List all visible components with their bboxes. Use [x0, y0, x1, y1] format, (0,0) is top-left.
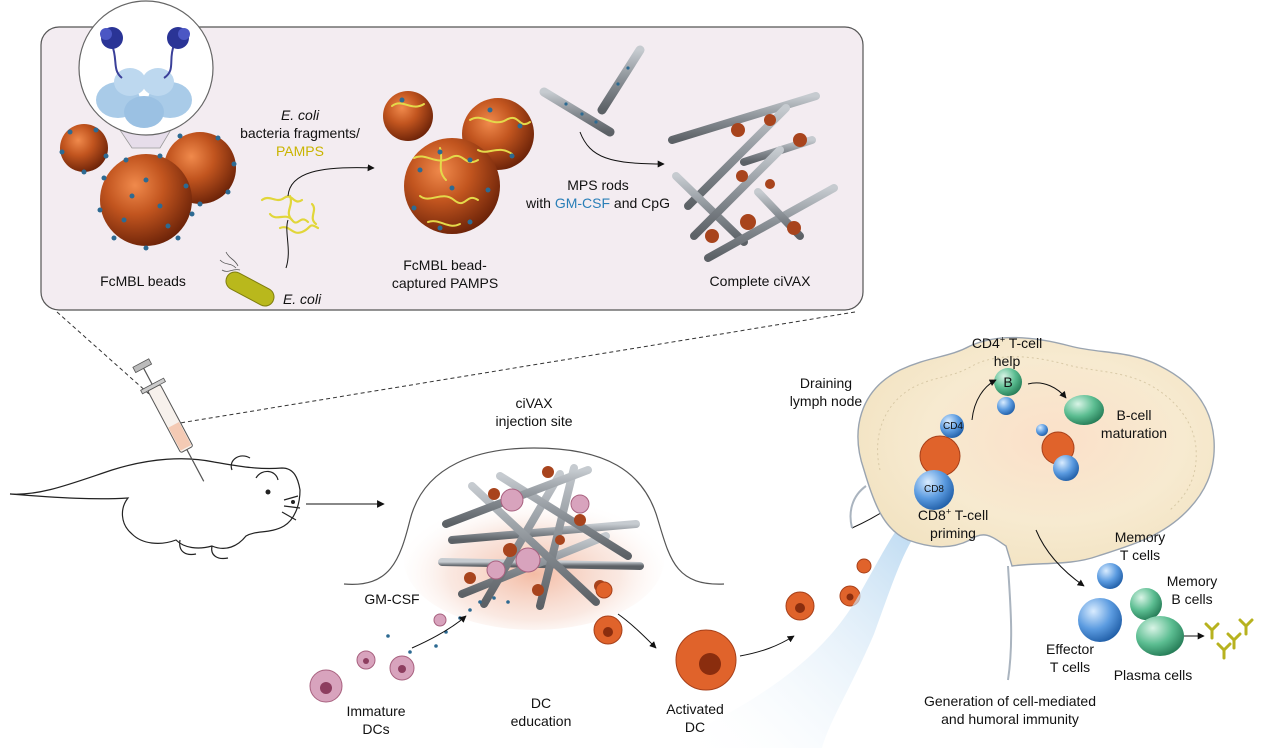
captured-pamps-label: FcMBL bead- captured PAMPS [391, 257, 499, 291]
mps-rods-label: MPS rods with GM-CSF and CpG [526, 177, 670, 211]
lymph-node-cells [914, 368, 1104, 510]
immature-dcs-label: Immature DCs [346, 703, 406, 737]
generation-immunity-label: Generation of cell-mediated and humoral … [924, 693, 1096, 727]
injection-site-beads [464, 466, 606, 596]
plasma-cells-label: Plasma cells [1113, 667, 1193, 683]
bcell-maturation-label: B-cell maturation [1100, 407, 1168, 441]
fcmbl-beads-graphic [59, 124, 237, 251]
b-cell-letter: B [1003, 374, 1013, 390]
fcmbl-beads-label: FcMBL beads [100, 273, 186, 289]
syringe-graphic [132, 358, 205, 482]
gm-csf-label: GM-CSF [364, 591, 420, 607]
effector-t-cells-label: Effector T cells [1046, 641, 1094, 675]
memory-b-cells-label: Memory B cells [1166, 573, 1218, 607]
activated-dc-label: Activated DC [666, 701, 724, 735]
cd4-tag: CD4 [942, 421, 963, 432]
cd4-help-label: CD4+ T-cell help [971, 334, 1043, 369]
captured-pamps-beads-graphic [383, 91, 534, 234]
lymph-node-graphic [849, 336, 1215, 681]
lymphatic-flow [676, 520, 912, 748]
complete-civax-label: Complete ciVAX [709, 273, 811, 289]
pamps-label: PAMPS [276, 143, 324, 159]
mps-rods-loose [539, 45, 645, 137]
ecoli-fragments-label: E. coli bacteria fragments/ PAMPS [218, 106, 382, 160]
civax-bead-spots [705, 114, 807, 243]
antibody-zoom-circle [78, 0, 214, 149]
draining-lymph-node-label: Draining lymph node [789, 375, 863, 409]
dc-education-label: DC education [510, 695, 572, 729]
outcome-cells [1078, 563, 1184, 656]
injection-site-pink-dcs [486, 488, 590, 580]
gm-csf-highlight: GM-CSF [554, 195, 611, 211]
injection-site-label: ciVAX injection site [495, 395, 573, 429]
cd8-priming-label: CD8+ T-cell priming [917, 506, 989, 541]
ecoli-label: E. coli [282, 291, 322, 307]
mouse-outline [9, 455, 301, 560]
antibody-symbols [1204, 618, 1254, 660]
cd8-tag: CD8 [923, 484, 944, 495]
skin-dome [343, 447, 725, 585]
pamps-fragments [260, 194, 320, 234]
memory-t-cells-label: Memory T cells [1114, 529, 1166, 563]
ecoli-bacterium-graphic [219, 251, 275, 307]
